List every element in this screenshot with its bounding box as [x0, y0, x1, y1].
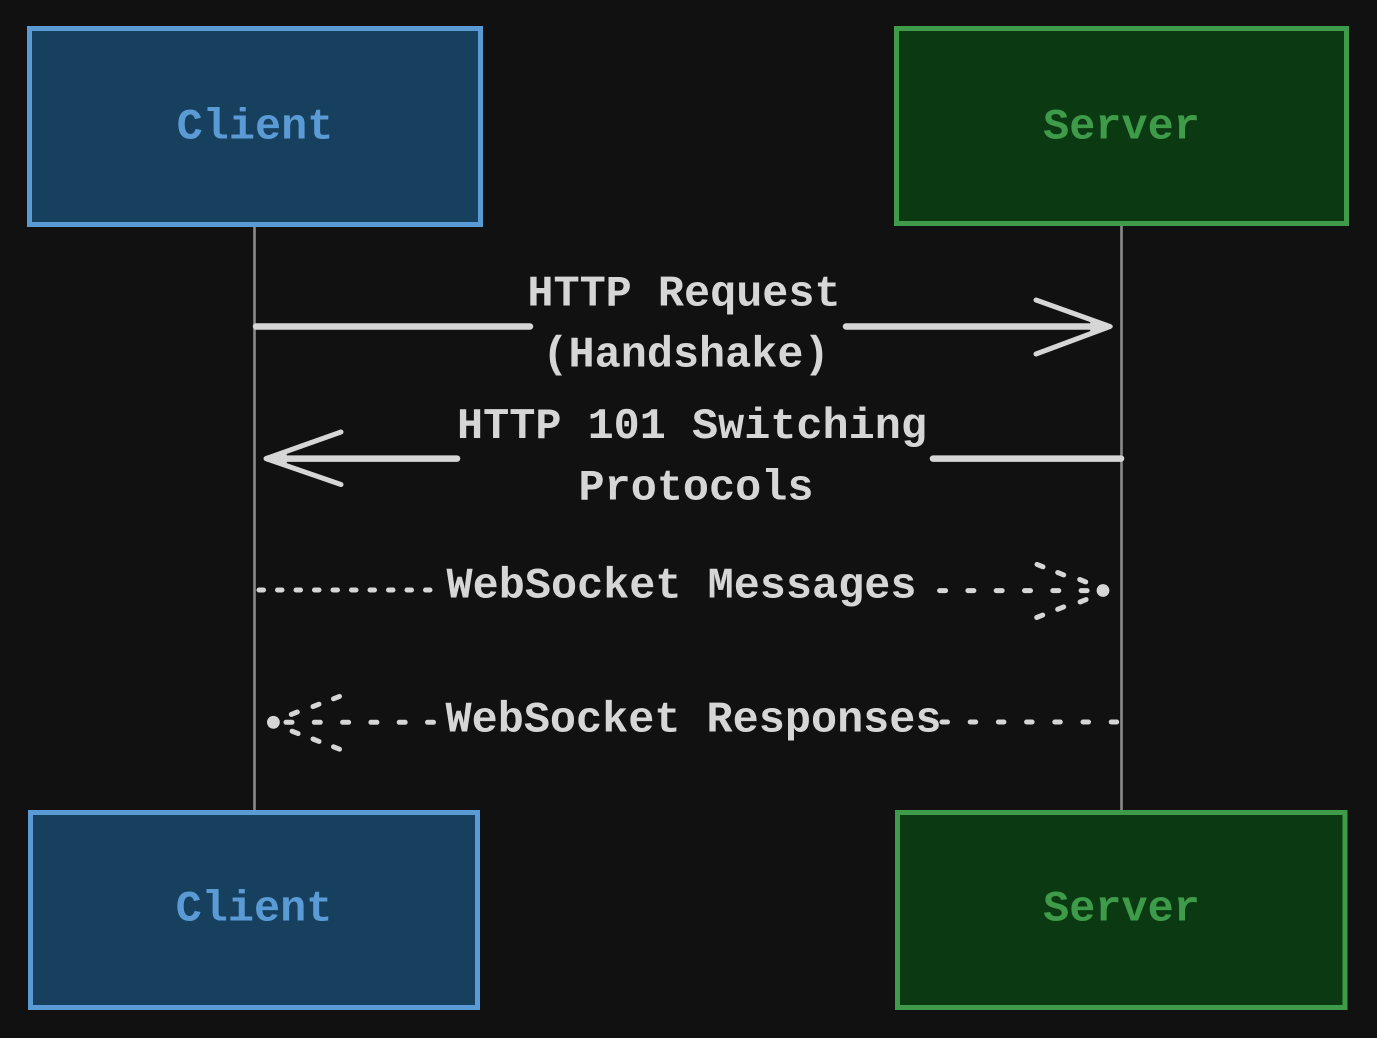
svg-text:WebSocket Responses: WebSocket Responses — [446, 697, 942, 746]
svg-text:Client: Client — [177, 104, 334, 153]
svg-text:HTTP 101 Switching: HTTP 101 Switching — [457, 403, 927, 452]
svg-text:(Handshake): (Handshake) — [542, 332, 829, 381]
svg-text:WebSocket Messages: WebSocket Messages — [447, 563, 917, 612]
svg-text:Server: Server — [1043, 104, 1200, 153]
svg-text:HTTP Request: HTTP Request — [527, 271, 840, 320]
svg-text:Client: Client — [176, 886, 333, 935]
svg-text:Protocols: Protocols — [579, 465, 814, 514]
svg-text:Server: Server — [1043, 886, 1200, 935]
